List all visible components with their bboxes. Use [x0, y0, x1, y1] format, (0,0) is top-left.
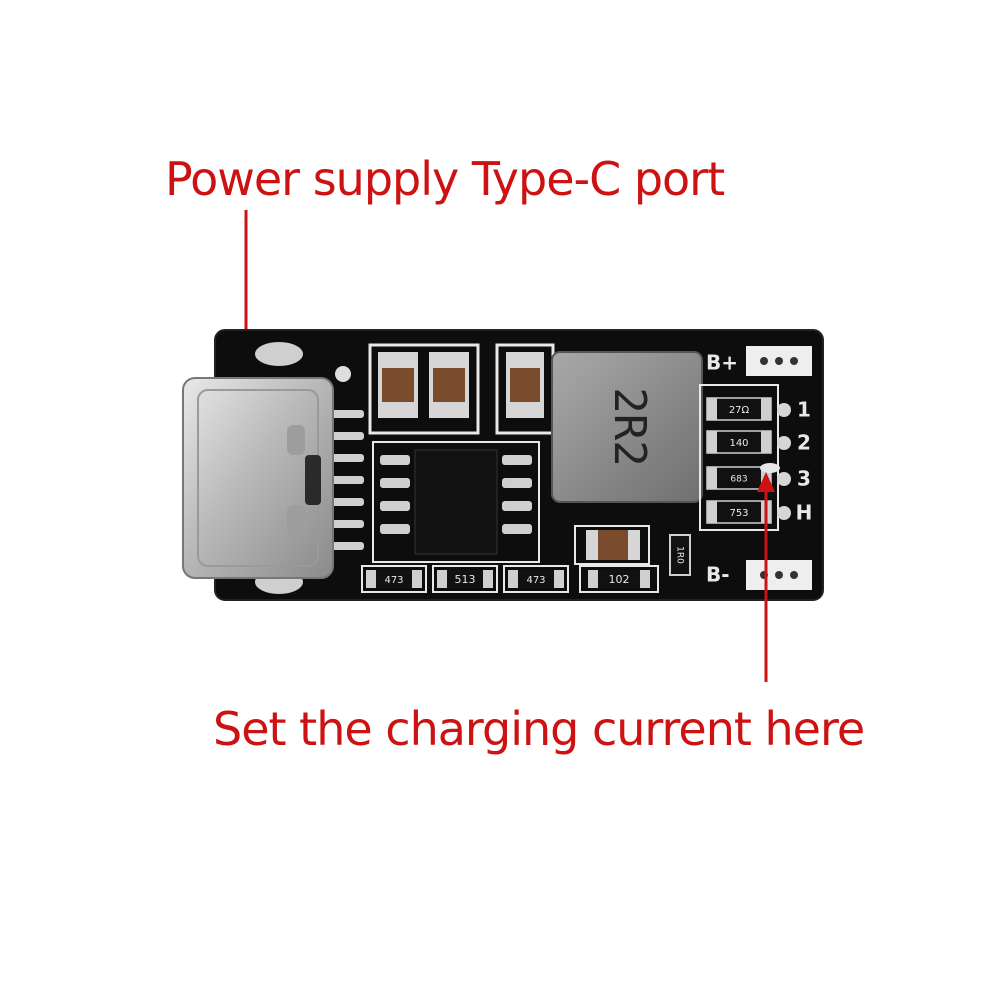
capacitor — [506, 352, 544, 418]
resistor-option-1-code: 27Ω — [729, 405, 750, 416]
capacitor — [574, 525, 650, 565]
resistor-bottom-3: 473 — [503, 565, 569, 593]
usb-type-c-connector — [182, 377, 334, 579]
resistor-bottom-1: 473 — [361, 565, 427, 593]
ic-chip — [372, 441, 540, 563]
option-label-1: 1 — [797, 398, 811, 422]
inductor-marking: 2R2 — [604, 387, 655, 466]
battery-minus-label: B- — [706, 563, 730, 587]
capacitor — [378, 352, 418, 418]
option-label-2: 2 — [797, 431, 811, 455]
option-label-h: H — [796, 501, 813, 525]
resistor-option-2: 140 — [706, 430, 772, 454]
charging-current-label: Set the charging current here — [213, 702, 865, 756]
resistor-option-3-code: 683 — [730, 475, 747, 485]
resistor-option-4: 753 — [706, 500, 772, 524]
resistor-bottom-3-code: 473 — [526, 575, 545, 586]
resistor-bottom-2: 513 — [432, 565, 498, 593]
inductor: 2R2 — [551, 351, 703, 503]
usb-pins — [330, 410, 364, 550]
pcb-board: 2R2 1R0 473 513 4 — [182, 329, 824, 601]
resistor-bottom-2-code: 513 — [455, 573, 476, 586]
capacitor — [429, 352, 469, 418]
battery-plus-pad — [746, 346, 812, 376]
resistor-option-2-code: 140 — [729, 438, 748, 449]
resistor-bottom-4: 102 — [579, 565, 659, 593]
resistor-small: 1R0 — [669, 534, 691, 576]
resistor-small-code: 1R0 — [675, 546, 685, 564]
option-label-3: 3 — [797, 467, 811, 491]
arrow-bottom-head — [757, 472, 775, 492]
power-port-label: Power supply Type-C port — [165, 152, 725, 206]
resistor-option-1: 27Ω — [706, 397, 772, 421]
resistor-bottom-4-code: 102 — [609, 573, 630, 586]
battery-minus-pad — [746, 560, 812, 590]
resistor-option-4-code: 753 — [729, 508, 748, 519]
option-pads — [777, 403, 791, 520]
resistor-bottom-1-code: 473 — [384, 575, 403, 586]
battery-plus-label: B+ — [706, 351, 738, 375]
